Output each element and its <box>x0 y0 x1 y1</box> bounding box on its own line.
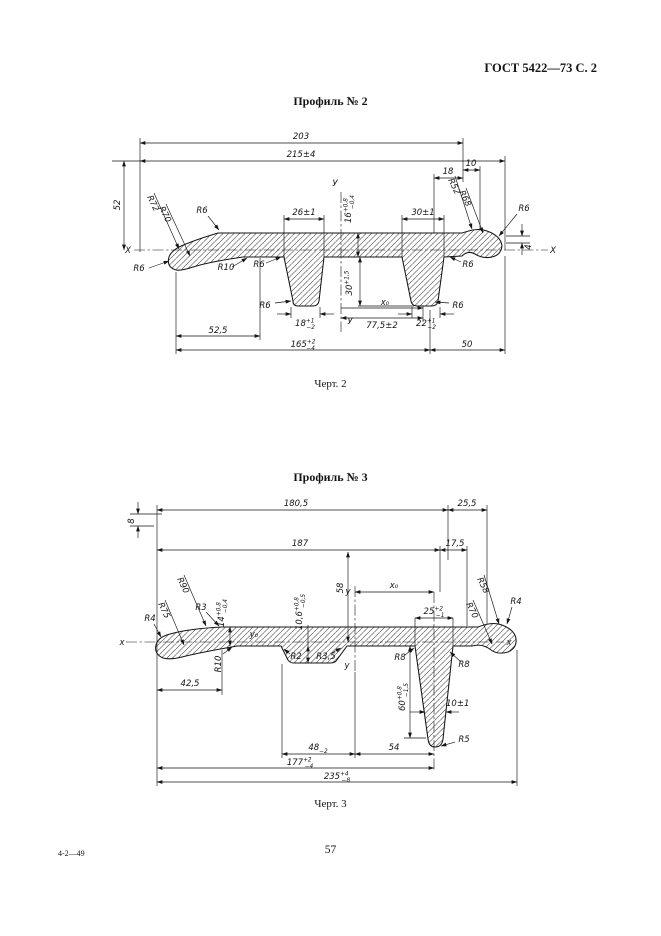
axis-y-bottom-label: У <box>347 317 353 327</box>
radius-r10-label: R10 <box>218 263 235 273</box>
profile-3-centerlines <box>126 586 504 772</box>
radius-r58-label: R58 <box>474 576 491 596</box>
axis-y0-label: у₀ <box>249 630 259 640</box>
radius-r4-label: R4 <box>510 597 521 607</box>
radius-r6-label: R6 <box>452 301 464 311</box>
profile-2-drawing: 203 215±4 18 10 52 R72 R70 R6 26±1 16+0,… <box>112 132 556 354</box>
radius-r70-label: R70 <box>463 601 479 620</box>
dim-58-label: 58 <box>336 582 346 593</box>
dim-52-label: 52 <box>113 200 123 211</box>
axis-x-right-label: x <box>505 638 512 648</box>
dim-215-label: 215±4 <box>287 150 316 160</box>
footer-code: 4-2—49 <box>58 849 85 858</box>
dim-180-label: 180,5 <box>284 499 308 509</box>
profile-3-labels: 180,5 25,5 8 187 17,5 58 у x₀ R90 R75 R5… <box>118 499 521 784</box>
axis-y-bottom-label: у <box>343 661 350 671</box>
radius-r10-label: R10 <box>214 656 224 673</box>
axis-x-right-label: X <box>549 246 556 256</box>
radius-r3-label: R3 <box>195 603 206 613</box>
dim-48-label: 48−2 <box>308 743 328 755</box>
dim-10-6-label: 10,6+0,8−0,5 <box>295 594 307 630</box>
dim-235-label: 235+4−8 <box>324 772 351 784</box>
dim-30top-label: 30±1 <box>411 208 434 218</box>
profile-3-section <box>155 622 517 748</box>
profile-2-caption: Черт. 2 <box>314 378 347 390</box>
dim-26-label: 26±1 <box>292 208 315 218</box>
dim-8-label: 8 <box>127 518 137 524</box>
dim-187-label: 187 <box>292 539 309 549</box>
profile-3-dimension-lines <box>136 502 518 784</box>
dim-50-label: 50 <box>462 340 473 350</box>
radius-r6-label: R6 <box>259 301 271 311</box>
profile-2-centerlines <box>134 192 548 332</box>
profile-2-title: Профиль № 2 <box>293 94 368 108</box>
profile-3-leader-lines <box>153 574 513 747</box>
axis-x-left-label: X <box>124 246 131 256</box>
radius-r6-label: R6 <box>253 260 265 270</box>
dim-177-label: 177+2−4 <box>287 758 314 770</box>
dim-18-label: 18 <box>443 167 454 177</box>
radius-r8-label: R8 <box>458 660 470 670</box>
dim-18leg-label: 18+1−2 <box>295 319 315 331</box>
radius-r3-5-label: R3,5 <box>316 652 335 662</box>
dim-203-label: 203 <box>293 132 309 142</box>
radius-r6-label: R6 <box>518 204 530 214</box>
dim-165-label: 165+2−4 <box>291 340 316 352</box>
dim-25-label: 25+2−1 <box>424 607 445 619</box>
dim-54-label: 54 <box>389 743 400 753</box>
page-number: 57 <box>324 844 337 856</box>
radius-r6-label: R6 <box>462 260 474 270</box>
dim-42-5-label: 42,5 <box>181 679 200 689</box>
profile-2-section <box>167 228 503 307</box>
dim-25-5-label: 25,5 <box>458 499 477 509</box>
radius-r70-label: R70 <box>156 205 172 224</box>
dim-52-5-label: 52,5 <box>209 326 228 336</box>
axis-y-top-label: у <box>344 587 351 597</box>
radius-r2-label: R2 <box>290 652 301 662</box>
radius-r75-label: R75 <box>155 601 171 620</box>
radius-r6-label: R6 <box>133 264 145 274</box>
radius-r90-label: R90 <box>174 576 190 595</box>
dim-14-label: 14+0,8−0,4 <box>217 599 229 627</box>
radius-r6-label: R6 <box>196 206 208 216</box>
radius-r8-label: R8 <box>394 653 406 663</box>
dim-4-label: 4 <box>524 244 534 249</box>
dim-30leg-label: 30+1,5 <box>345 270 355 295</box>
dim-16-label: 16+0,8−0,4 <box>344 195 356 223</box>
radius-r5-label: R5 <box>458 735 469 745</box>
dim-17-5-label: 17,5 <box>446 539 465 549</box>
axis-x0-label: x₀ <box>380 298 390 308</box>
dim-77-label: 77,5±2 <box>366 321 397 331</box>
dim-22leg-label: 22+1−2 <box>416 319 436 331</box>
profile-3-drawing: 180,5 25,5 8 187 17,5 58 у x₀ R90 R75 R5… <box>118 499 522 786</box>
profile-3-title: Профиль № 3 <box>293 470 368 484</box>
dim-10-label: 10 <box>466 159 477 169</box>
dim-60-label: 60+0,8−1,5 <box>398 683 410 711</box>
dim-10-label: 10±1 <box>446 699 469 709</box>
radius-r4-label: R4 <box>144 614 155 624</box>
axis-y-top-label: У <box>332 179 338 189</box>
profile-3-caption: Черт. 3 <box>314 798 347 810</box>
profile-3-extension-lines <box>130 505 518 786</box>
profile-2-leader-lines <box>148 175 518 305</box>
gost-header: ГОСТ 5422—73 С. 2 <box>484 61 597 75</box>
profile-2-dimension-lines <box>122 141 524 352</box>
radius-r68-label: R68 <box>456 189 473 209</box>
axis-x-left-label: x <box>118 638 125 648</box>
axis-x0-label: x₀ <box>389 581 399 591</box>
